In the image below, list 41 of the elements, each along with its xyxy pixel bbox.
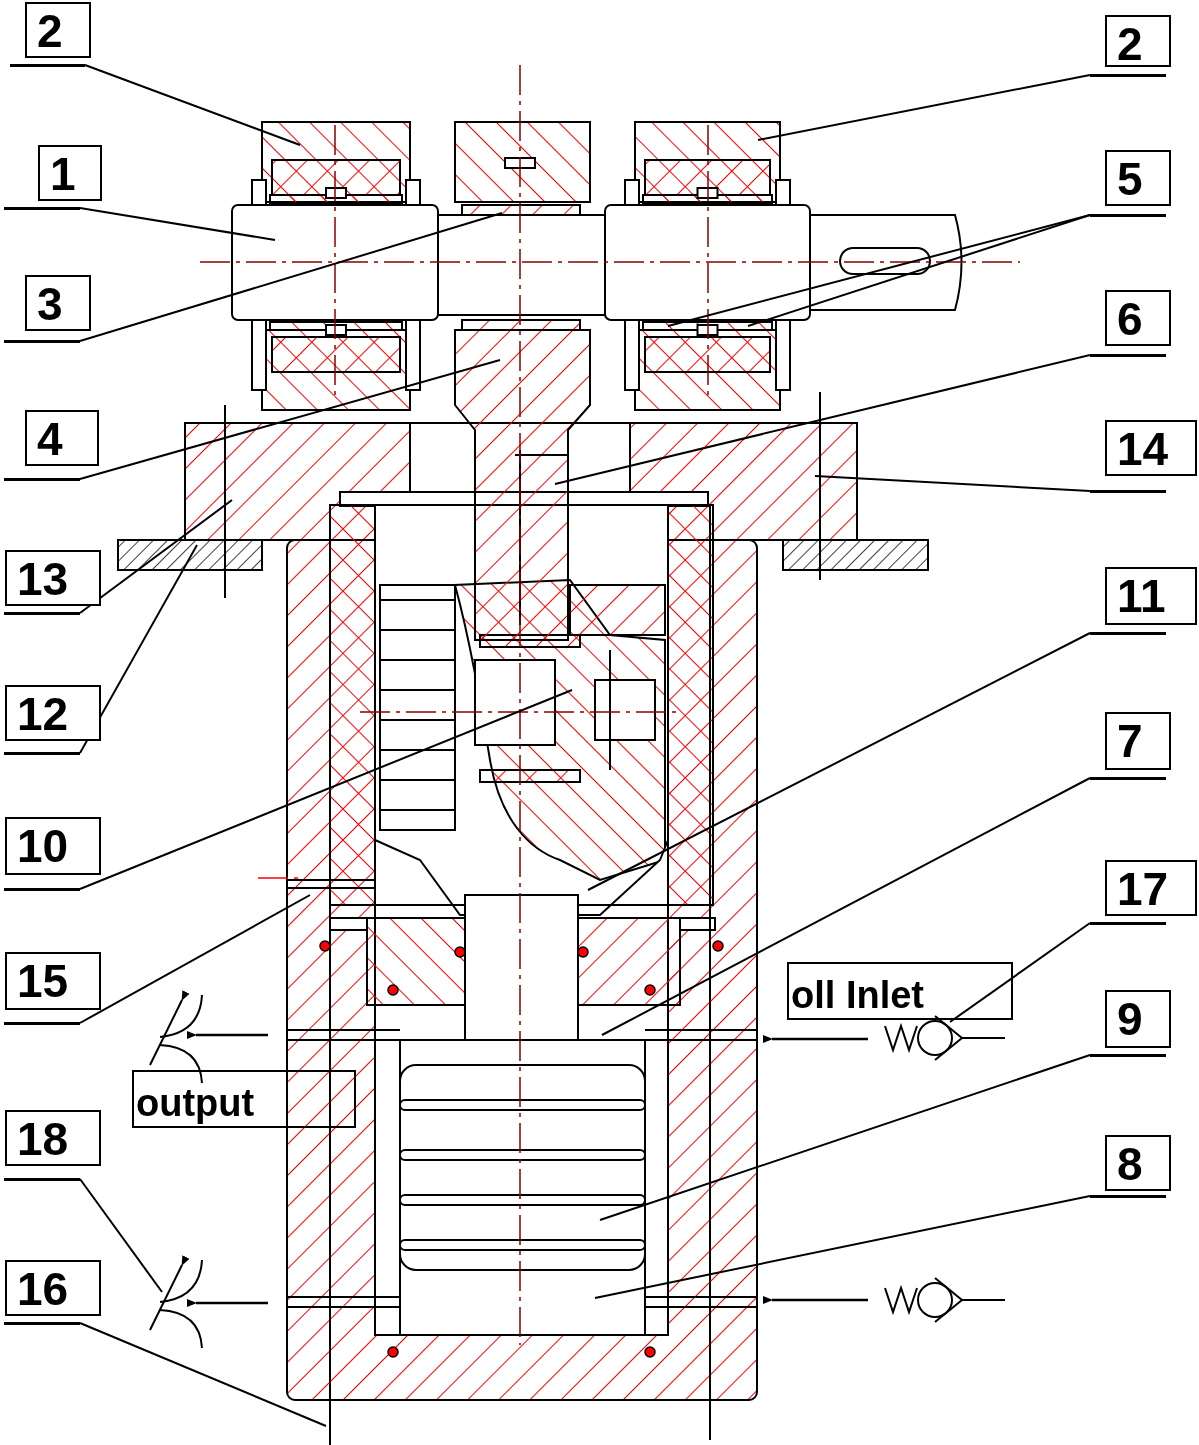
callout-number: 10 [5,817,101,875]
callout-number: 3 [25,275,91,331]
callout-number: 11 [1105,567,1197,625]
leader-line [79,359,501,480]
port-label: oll Inlet [787,962,1013,1020]
callout-number: 8 [1105,1135,1171,1191]
leader-line [949,922,1091,1023]
leader-line [79,212,503,342]
callout-number: 17 [1105,860,1197,916]
callout-number: 14 [1105,420,1197,476]
port-label: output [132,1070,356,1128]
callout-number: 9 [1105,990,1171,1048]
check-valve-icon [884,1015,1006,1061]
leader-line [79,499,233,614]
callout-number: 1 [38,145,102,201]
leader-line [554,354,1091,485]
leader-line [84,64,301,146]
leader-line [599,1054,1091,1221]
leader-line [757,74,1091,141]
callout-number: 16 [5,1260,101,1316]
leader-line [79,1322,327,1427]
leader-line [79,689,573,890]
leader-line [79,1178,163,1293]
callout-number: 2 [1105,15,1171,67]
callout-number: 5 [1105,150,1171,206]
callout-number: 15 [5,952,101,1010]
callout-number: 2 [25,2,91,58]
callout-number: 7 [1105,712,1171,770]
leader-line [79,544,198,754]
callout-number: 4 [25,410,99,466]
callout-number: 18 [5,1110,101,1166]
callout-number: 12 [5,685,101,741]
leader-line [814,475,1091,492]
leader-line [79,207,276,241]
leader-line [79,894,311,1024]
leader-line [601,777,1091,1036]
leader-line [587,632,1091,891]
callout-number: 6 [1105,290,1171,346]
callout-number: 13 [5,550,101,606]
leader-line [747,214,1091,327]
leader-line [594,1195,1091,1299]
